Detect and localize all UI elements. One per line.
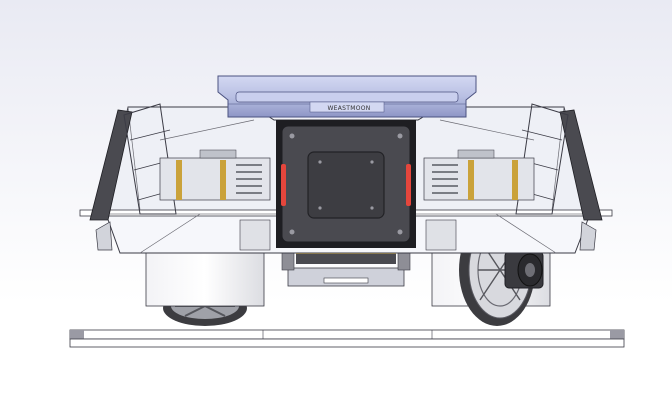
right-wheel: [431, 214, 551, 326]
center-control-panel: [276, 120, 416, 248]
left-red-indicator: [281, 164, 286, 206]
right-red-indicator: [406, 164, 411, 206]
left-suspension-truss: [89, 103, 177, 251]
carry-handle: [217, 75, 477, 118]
left-spring-assembly: [159, 149, 271, 251]
right-spring-assembly: [423, 149, 535, 251]
brand-logo-text: WEASTMOON: [327, 105, 371, 112]
ground-plate: [69, 329, 625, 348]
left-wheel: [145, 249, 265, 326]
right-suspension-truss: [515, 103, 603, 251]
